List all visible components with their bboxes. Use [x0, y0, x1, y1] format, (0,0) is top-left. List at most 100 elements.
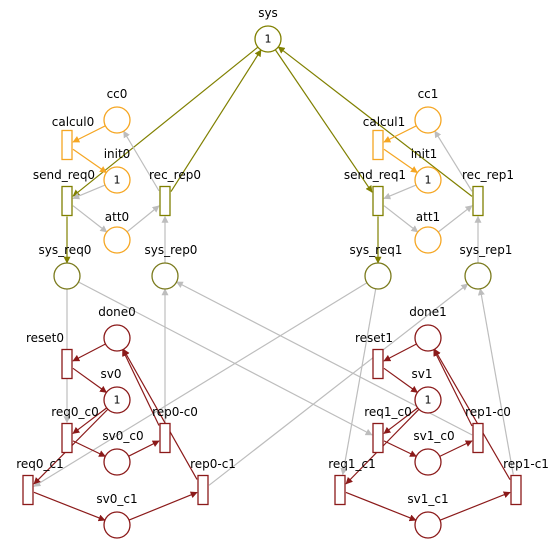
arc-sys_req1-to-req0_c1 [33, 282, 368, 487]
transition-reset0 [61, 348, 73, 380]
arc-init0-to-send_req0 [72, 184, 106, 200]
place-label-sys_rep1: sys_rep1 [460, 243, 513, 257]
place-label-cc0: cc0 [107, 87, 128, 101]
place-label-sys_req1: sys_req1 [350, 243, 403, 257]
place-att1 [414, 226, 442, 254]
place-sys_rep0 [151, 262, 179, 290]
arc-rec_rep0-to-sys [170, 49, 262, 192]
transition-label-calcul0: calcul0 [52, 115, 94, 129]
transition-calcul1 [372, 129, 384, 161]
place-label-sv0: sv0 [101, 367, 122, 381]
transition-label-req0_c1: req0_c1 [16, 457, 64, 471]
arc-rep0-c1-to-done0 [122, 348, 198, 480]
arc-send_req0-to-att0 [72, 205, 108, 233]
arc-sv0-to-req0_c0 [72, 407, 108, 434]
place-label-sys_rep0: sys_rep0 [145, 243, 198, 257]
transition-label-reset1: reset1 [355, 331, 393, 345]
place-sys [254, 25, 282, 53]
transition-rec_rep1 [472, 185, 484, 217]
place-sv1_c0 [414, 448, 442, 476]
place-label-sv0_c0: sv0_c0 [102, 429, 143, 443]
transition-label-rep0-c0: rep0-c0 [152, 405, 198, 419]
arc-req1_c0-to-sv1_c0 [383, 440, 417, 457]
transition-req0_c1 [22, 474, 34, 506]
arc-sys_req0-to-req1_c0 [78, 281, 373, 436]
place-init1 [414, 166, 442, 194]
arc-sv1_c1-to-rep1-c1 [439, 491, 511, 521]
place-token-count-init0: 1 [114, 174, 121, 187]
place-sys_rep1 [464, 262, 492, 290]
arcs-layer [33, 46, 514, 522]
transition-rep0-c1 [197, 474, 209, 506]
place-token-count-sys: 1 [265, 33, 272, 46]
place-init0 [103, 166, 131, 194]
place-label-att1: att1 [416, 210, 440, 224]
transition-label-calcul1: calcul1 [363, 115, 405, 129]
place-sv1 [414, 386, 442, 414]
transition-label-rep1-c0: rep1-c0 [465, 405, 511, 419]
place-label-init1: init1 [411, 147, 438, 161]
arc-cc1-to-calcul1 [383, 125, 417, 143]
arc-rec_rep0-to-cc0 [123, 130, 160, 192]
transition-send_req1 [372, 185, 384, 217]
arc-req1_c1-to-sv1_c1 [345, 491, 417, 522]
place-label-sv1_c1: sv1_c1 [407, 492, 448, 506]
transition-label-send_req0: send_req0 [33, 168, 95, 182]
arc-rep1-c0-to-done1 [433, 349, 473, 427]
arc-rep0-c1-to-sys_rep1 [208, 283, 469, 486]
arc-sys_req1-to-req1_c1 [340, 288, 377, 476]
place-cc0 [103, 106, 131, 134]
place-done1 [414, 324, 442, 352]
arc-att0-to-rec_rep0 [126, 205, 160, 233]
transition-label-rep1-c1: rep1-c1 [503, 457, 549, 471]
transition-label-rec_rep0: rec_rep0 [149, 168, 201, 182]
arc-calcul1-to-init1 [383, 148, 418, 174]
place-token-count-sv1: 1 [425, 394, 432, 407]
place-label-att0: att0 [105, 210, 129, 224]
arc-done1-to-reset1 [383, 343, 417, 362]
arc-rec_rep1-to-sys [277, 46, 473, 197]
arc-reset1-to-sv1 [383, 367, 419, 393]
transition-label-req0_c0: req0_c0 [51, 405, 99, 419]
place-label-sys: sys [258, 6, 278, 20]
place-sys_req1 [364, 262, 392, 290]
place-label-sv0_c1: sv0_c1 [96, 492, 137, 506]
arc-sys-to-send_req1 [274, 49, 373, 193]
transition-send_req0 [61, 185, 73, 217]
place-sv1_c1 [414, 511, 442, 539]
arc-rec_rep1-to-cc1 [434, 130, 473, 192]
place-done0 [103, 324, 131, 352]
arc-rep1-c1-to-sys_rep1 [477, 288, 514, 475]
place-label-sv1_c0: sv1_c0 [413, 429, 454, 443]
place-sv0_c1 [103, 511, 131, 539]
transition-rec_rep0 [159, 185, 171, 217]
transition-rep1-c1 [510, 474, 522, 506]
arc-send_req1-to-att1 [383, 205, 419, 233]
arc-reset0-to-sv0 [72, 367, 108, 393]
arc-sv0_c0-to-rep0-c0 [128, 440, 160, 457]
transition-label-req1_c0: req1_c0 [364, 405, 412, 419]
transition-req1_c0 [372, 422, 384, 454]
arc-calcul0-to-init0 [72, 148, 107, 174]
place-label-sys_req0: sys_req0 [39, 243, 92, 257]
transition-rep0-c0 [159, 422, 171, 454]
arc-req0_c0-to-sv0_c0 [72, 440, 106, 457]
place-sys_req0 [53, 262, 81, 290]
transition-reset1 [372, 348, 384, 380]
transition-label-send_req1: send_req1 [344, 168, 406, 182]
arc-req0_c1-to-sv0_c1 [33, 491, 106, 522]
transition-rep1-c0 [472, 422, 484, 454]
transition-req0_c0 [61, 422, 73, 454]
place-cc1 [414, 106, 442, 134]
transition-req1_c1 [334, 474, 346, 506]
arc-init1-to-send_req1 [383, 184, 417, 200]
arc-rep0-c0-to-done0 [122, 349, 160, 426]
place-att0 [103, 226, 131, 254]
place-sv0_c0 [103, 448, 131, 476]
arc-rep1-c1-to-done1 [433, 348, 511, 480]
transition-label-rep0-c1: rep0-c1 [190, 457, 236, 471]
place-token-count-sv0: 1 [114, 394, 121, 407]
